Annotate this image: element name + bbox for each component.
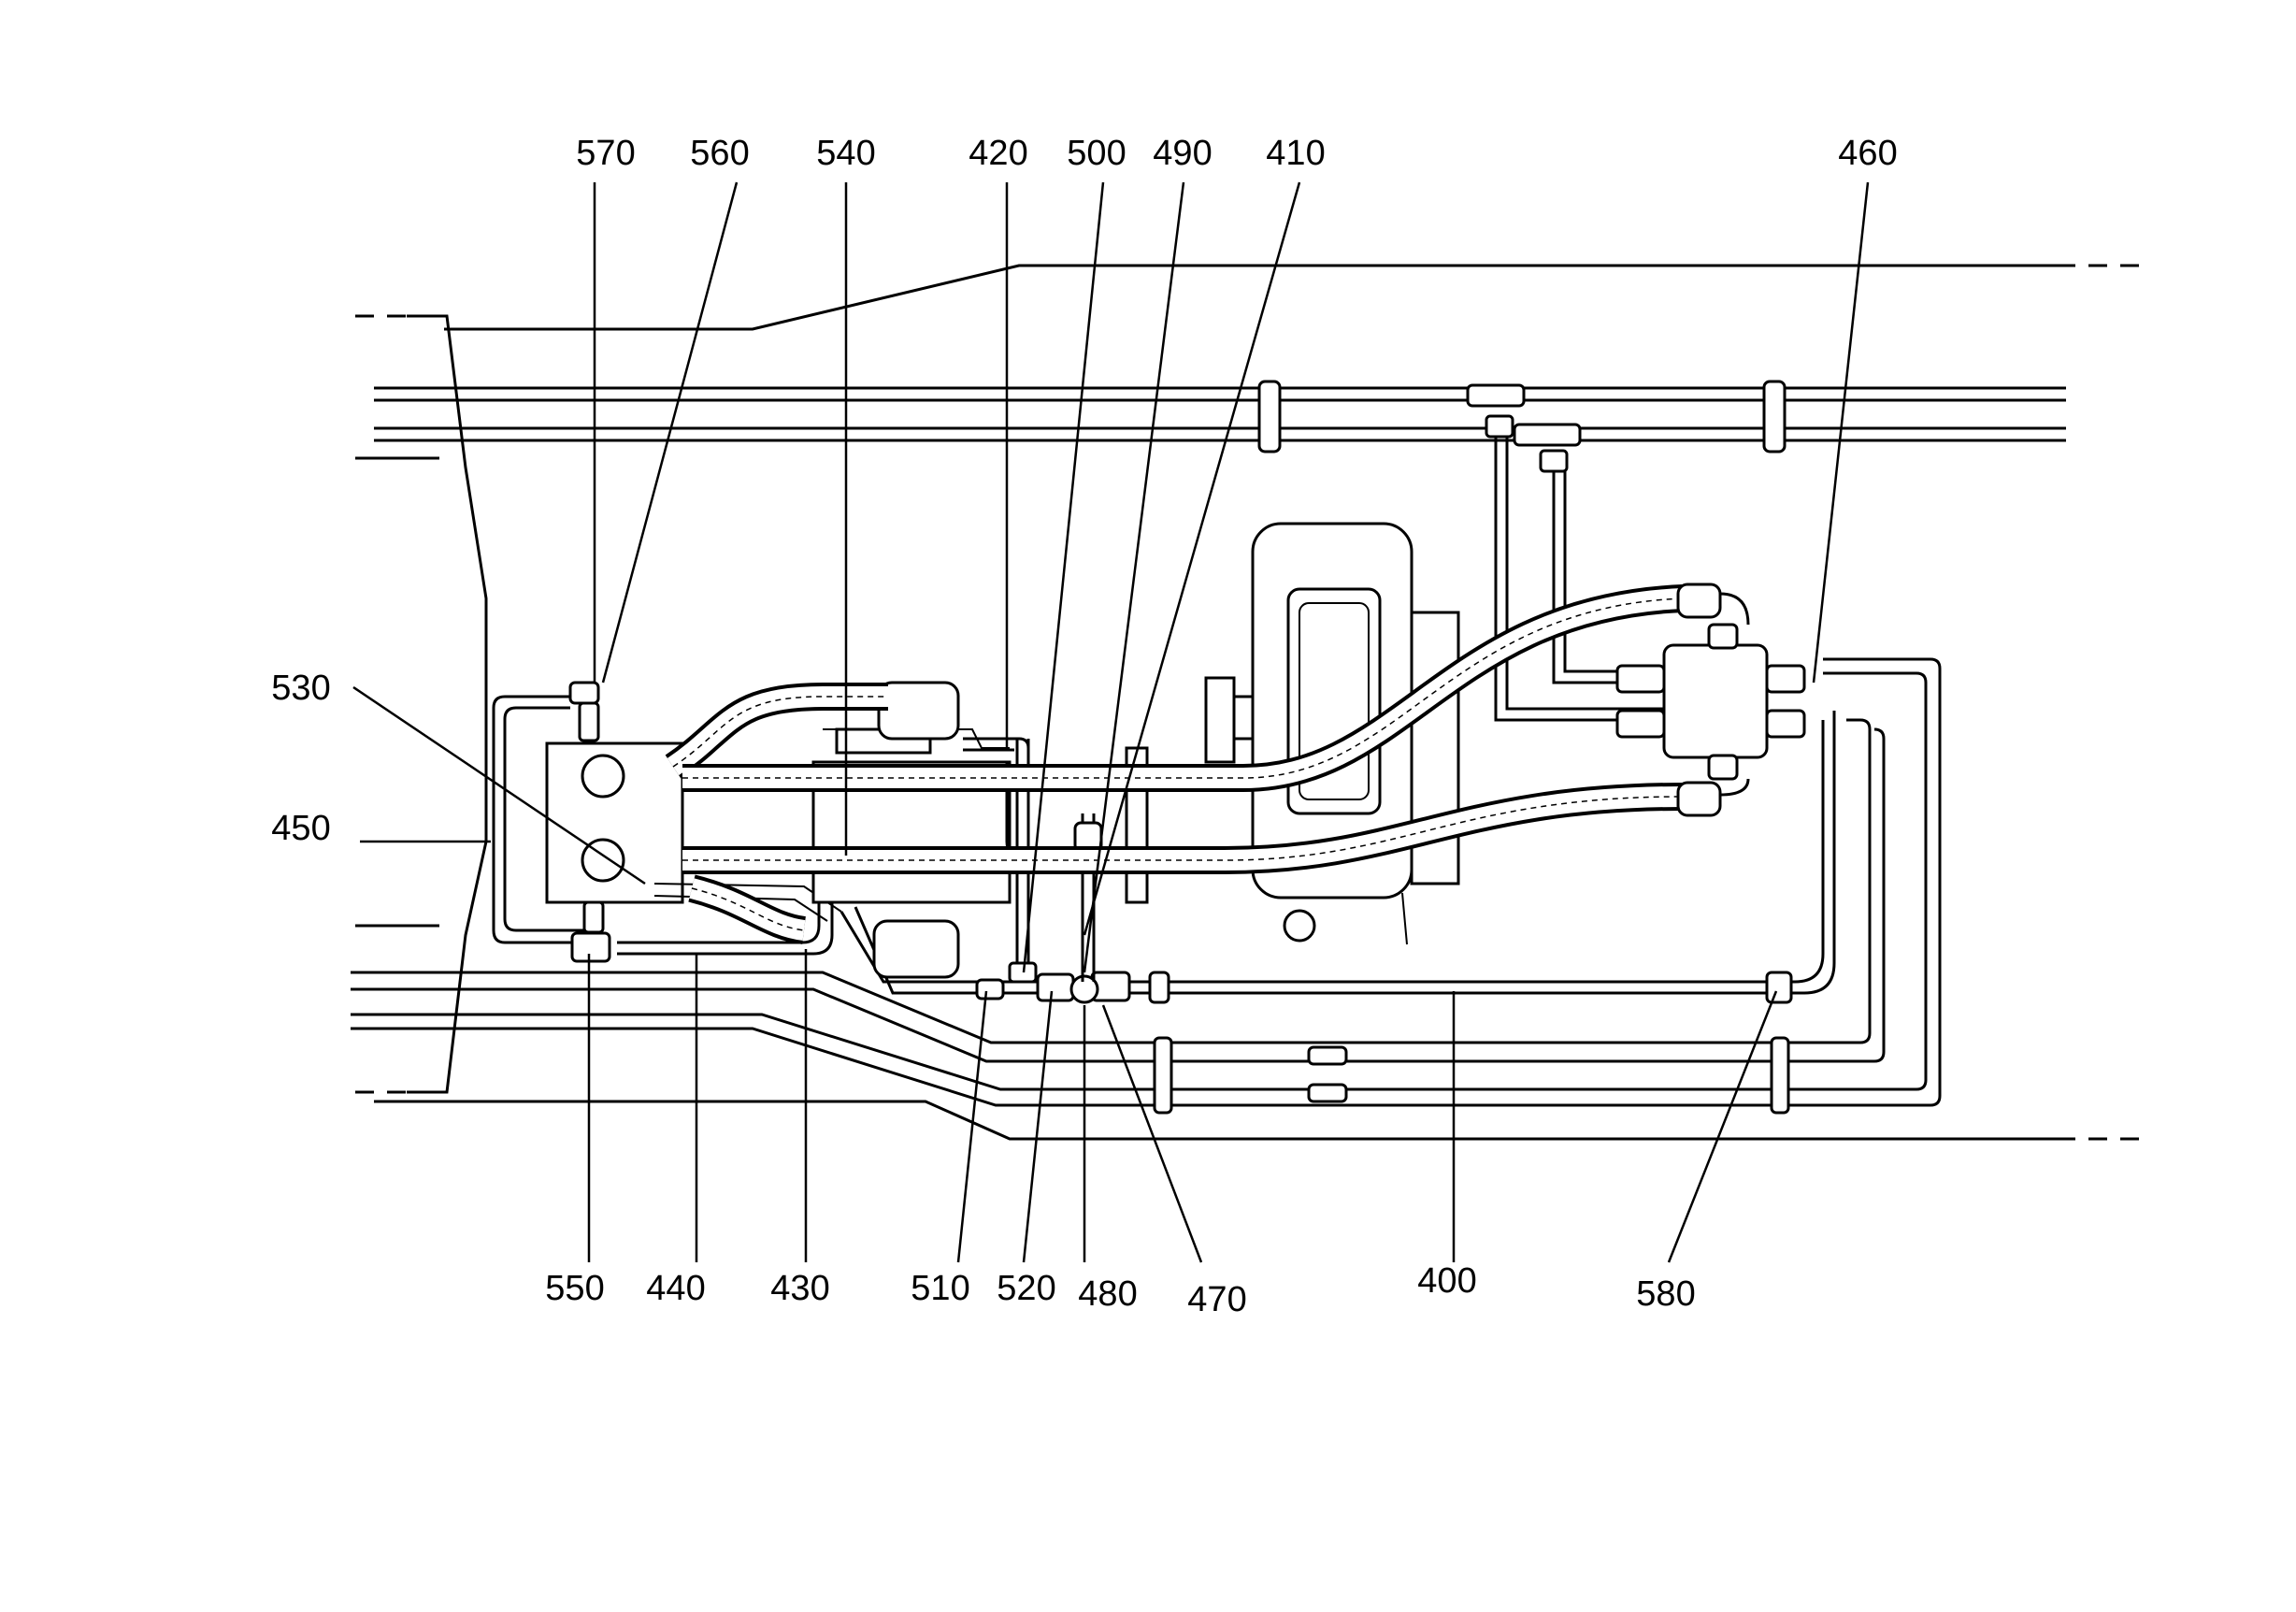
labels-top: 570 560 540 420 500 490 410 460 bbox=[576, 134, 1897, 173]
upper-pipes bbox=[374, 380, 2066, 722]
label-450: 450 bbox=[271, 809, 330, 848]
label-400: 400 bbox=[1417, 1261, 1476, 1301]
label-580: 580 bbox=[1636, 1274, 1695, 1314]
label-540: 540 bbox=[816, 134, 875, 173]
label-560: 560 bbox=[690, 134, 749, 173]
hoses bbox=[665, 583, 1750, 944]
label-570: 570 bbox=[576, 134, 635, 173]
label-460: 460 bbox=[1838, 134, 1897, 173]
label-530: 530 bbox=[271, 669, 330, 708]
leader-lines bbox=[352, 181, 1870, 1263]
labels-left: 530 450 bbox=[271, 669, 330, 848]
pump-block bbox=[492, 681, 842, 963]
label-490: 490 bbox=[1153, 134, 1212, 173]
label-510: 510 bbox=[911, 1269, 969, 1308]
transmission bbox=[1125, 522, 1460, 945]
label-440: 440 bbox=[646, 1269, 705, 1308]
lower-pipes bbox=[351, 657, 1942, 1115]
label-520: 520 bbox=[997, 1269, 1055, 1308]
label-420: 420 bbox=[969, 134, 1027, 173]
valve-block bbox=[1615, 623, 1806, 781]
label-500: 500 bbox=[1067, 134, 1126, 173]
label-550: 550 bbox=[545, 1269, 604, 1308]
labels-bottom: 550 440 430 510 520 480 470 400 580 bbox=[545, 1261, 1695, 1319]
label-410: 410 bbox=[1266, 134, 1325, 173]
vehicle-frame bbox=[355, 264, 2141, 1141]
label-430: 430 bbox=[770, 1269, 829, 1308]
label-480: 480 bbox=[1078, 1274, 1137, 1314]
label-470: 470 bbox=[1187, 1280, 1246, 1319]
